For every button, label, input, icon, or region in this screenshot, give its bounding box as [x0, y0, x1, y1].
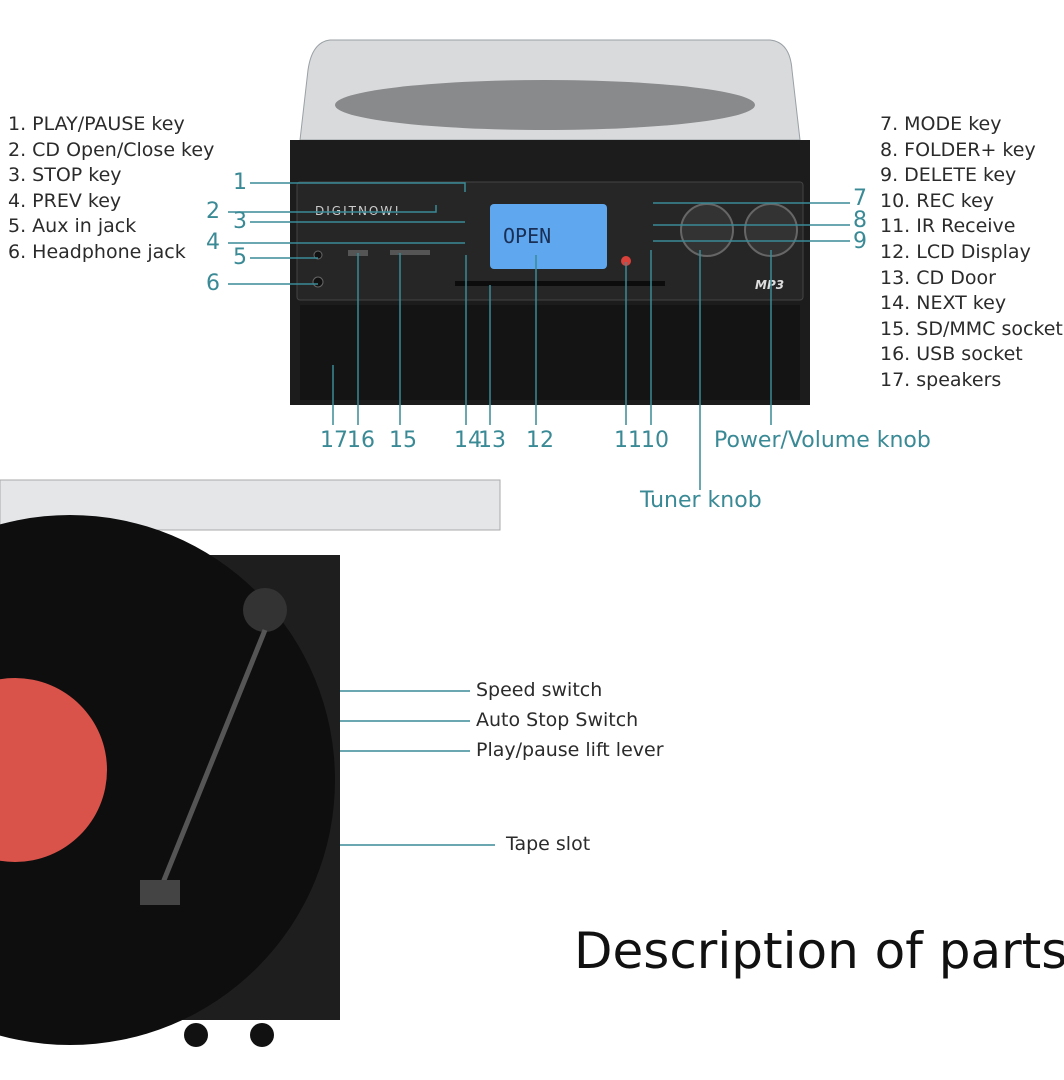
lcd-text: OPEN	[503, 224, 551, 248]
list-item: 15. SD/MMC socket	[880, 317, 1063, 340]
callout-number: 4	[206, 230, 220, 255]
knob[interactable]	[184, 1023, 208, 1047]
callout-number: 11	[614, 428, 642, 453]
list-item: 6. Headphone jack	[8, 240, 186, 263]
lift-lever-label: Play/pause lift lever	[476, 739, 664, 761]
callout-number: 14	[454, 428, 482, 453]
speed-switch-label: Speed switch	[476, 679, 603, 701]
callout-number: 5	[233, 245, 247, 270]
callout-number: 6	[206, 271, 220, 296]
list-item: 11. IR Receive	[880, 215, 1016, 238]
lcd-display	[490, 204, 607, 269]
list-item: 9. DELETE key	[880, 164, 1017, 187]
page-title: Description of parts	[574, 922, 1064, 980]
right-parts-list: 7. MODE key 8. FOLDER+ key 9. DELETE key…	[880, 112, 1063, 394]
callout-number: 8	[853, 208, 867, 233]
callout-number: 16	[347, 428, 375, 453]
list-item: 3. STOP key	[8, 164, 122, 187]
speaker-grille	[300, 305, 800, 400]
cd-slot	[455, 281, 665, 286]
callout-number: 9	[853, 229, 867, 254]
brand-logo: DIGITNOW!	[315, 204, 401, 218]
auto-stop-switch-label: Auto Stop Switch	[476, 709, 639, 731]
sd-socket	[390, 250, 430, 255]
list-item: 5. Aux in jack	[8, 215, 137, 238]
aux-jack	[313, 250, 323, 260]
list-item: 14. NEXT key	[880, 292, 1007, 315]
list-item: 7. MODE key	[880, 113, 1002, 135]
callout-number: 10	[641, 428, 669, 453]
list-item: 17. speakers	[880, 368, 1002, 391]
callout-number: 12	[526, 428, 554, 453]
list-item: 13. CD Door	[880, 266, 996, 289]
list-item: 8. FOLDER+ key	[880, 138, 1036, 161]
platter	[335, 80, 755, 130]
leader-lines	[228, 182, 850, 846]
tonearm[interactable]	[157, 629, 268, 891]
callout-number: 3	[233, 209, 247, 234]
turntable-front-view: OPEN DIGITNOW! MP3	[290, 39, 810, 405]
tuner-knob[interactable]	[680, 203, 734, 257]
power-volume-knob[interactable]	[744, 203, 798, 257]
callout-number: 13	[478, 428, 506, 453]
list-item: 2. CD Open/Close key	[8, 138, 215, 161]
ir-receiver	[621, 256, 631, 266]
record-label	[0, 678, 107, 862]
left-parts-list: 1. PLAY/PAUSE key 2. CD Open/Close key 3…	[8, 112, 214, 266]
headphone-jack	[312, 276, 324, 288]
tonearm-pivot	[243, 588, 287, 632]
callout-number: 7	[853, 186, 867, 211]
power-volume-knob-label: Power/Volume knob	[714, 428, 931, 453]
callout-number: 2	[206, 199, 220, 224]
list-item: 1. PLAY/PAUSE key	[8, 113, 185, 135]
vinyl-record	[0, 515, 335, 1045]
cartridge	[140, 880, 180, 905]
tuner-knob-label: Tuner knob	[640, 488, 762, 513]
list-item: 4. PREV key	[8, 189, 122, 212]
callout-number: 17	[320, 428, 348, 453]
knob[interactable]	[250, 1023, 274, 1047]
tape-slot-label: Tape slot	[506, 833, 591, 855]
list-item: 16. USB socket	[880, 343, 1023, 366]
mp3-logo: MP3	[755, 278, 784, 292]
list-item: 10. REC key	[880, 189, 995, 212]
callout-number: 1	[233, 170, 247, 195]
list-item: 12. LCD Display	[880, 240, 1031, 263]
turntable-side-view	[0, 479, 501, 1047]
callout-number: 15	[389, 428, 417, 453]
